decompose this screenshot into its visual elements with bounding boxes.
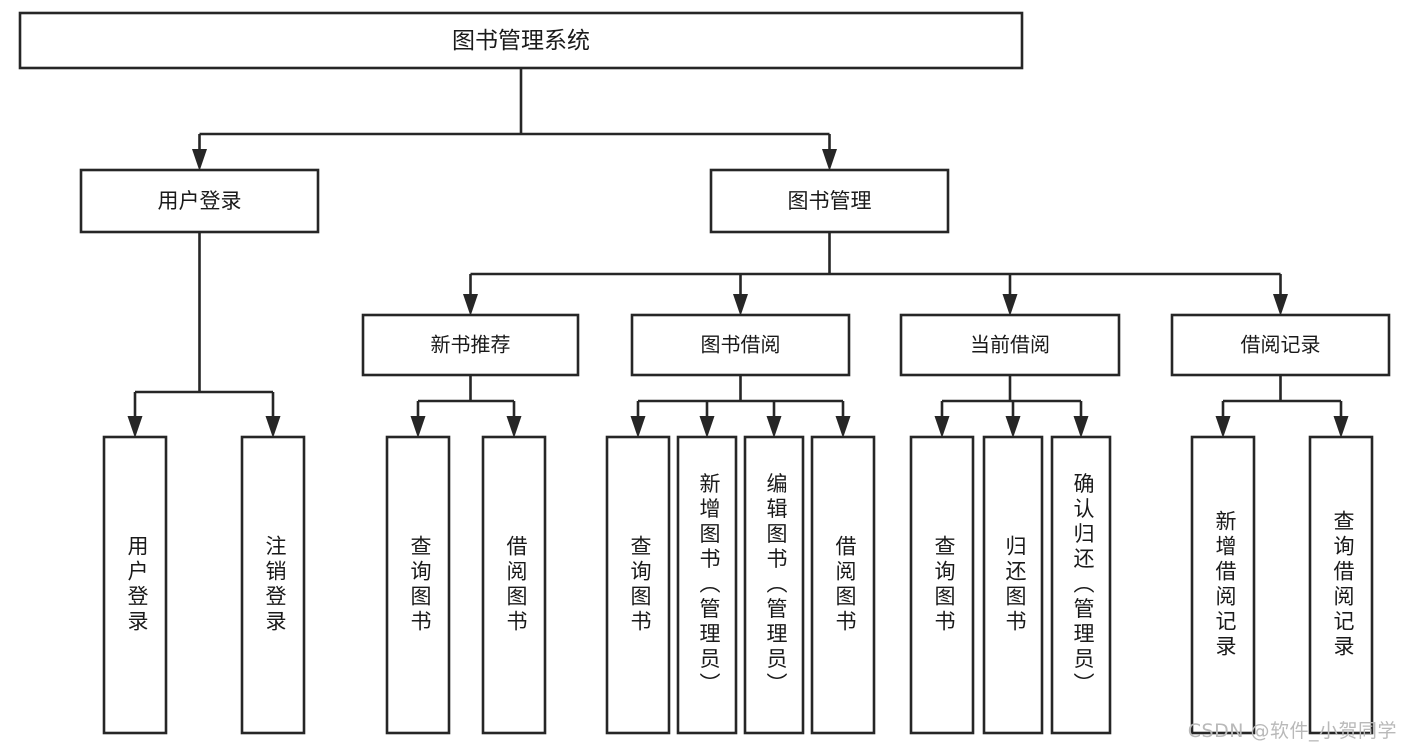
arrow-head-icon (1215, 416, 1231, 438)
connectors-layer (127, 68, 1349, 438)
node-current-borrow[interactable]: 当前借阅 (899, 313, 1121, 377)
node-box (102, 435, 168, 735)
arrow-head-icon (699, 416, 715, 438)
node-label: 查询图书 (932, 535, 956, 635)
node-box (240, 435, 306, 735)
edge-group-current-borrow (934, 375, 1089, 438)
node-label: 图书管理 (788, 189, 872, 213)
node-box (676, 435, 738, 735)
node-label: 借阅记录 (1241, 333, 1321, 357)
arrow-head-icon (506, 416, 522, 438)
arrow-head-icon (1073, 416, 1089, 438)
arrow-head-icon (127, 416, 143, 438)
edge-group-root (192, 68, 837, 171)
node-leaf-query-record[interactable]: 查询借阅记录 (1308, 435, 1374, 735)
arrow-head-icon (1333, 416, 1349, 438)
edge-group-borrow-record (1215, 375, 1349, 438)
node-label: 归还图书 (1003, 535, 1027, 635)
node-label: 查询借阅记录 (1331, 510, 1355, 660)
node-leaf-confirm-return[interactable]: 确认归还（管理员） (1050, 435, 1112, 735)
node-box (1308, 435, 1374, 735)
arrow-head-icon (1002, 294, 1018, 316)
arrow-head-icon (822, 149, 837, 171)
edge-group-user-login (127, 232, 281, 438)
node-leaf-edit-book[interactable]: 编辑图书（管理员） (743, 435, 805, 735)
arrow-head-icon (192, 149, 207, 171)
arrow-head-icon (463, 294, 478, 316)
node-box (630, 313, 851, 377)
node-box (810, 435, 876, 735)
nodes-layer: 图书管理系统用户登录图书管理新书推荐图书借阅当前借阅借阅记录用户登录注销登录查询… (18, 11, 1391, 735)
arrow-head-icon (934, 416, 950, 438)
node-leaf-query-book-2[interactable]: 查询图书 (605, 435, 671, 735)
node-label: 图书借阅 (701, 333, 781, 357)
node-leaf-borrow-book-1[interactable]: 借阅图书 (481, 435, 547, 735)
node-label: 查询图书 (628, 535, 652, 635)
arrow-head-icon (1273, 294, 1288, 316)
node-label: 借阅图书 (833, 535, 857, 635)
node-box (481, 435, 547, 735)
arrow-head-icon (766, 416, 782, 438)
node-book-manage[interactable]: 图书管理 (709, 168, 950, 234)
node-box (1190, 435, 1256, 735)
node-box (899, 313, 1121, 377)
edge-group-book-borrow (630, 375, 851, 438)
node-leaf-return-book[interactable]: 归还图书 (982, 435, 1044, 735)
edge-group-book-manage (463, 232, 1288, 316)
node-user-login[interactable]: 用户登录 (79, 168, 320, 234)
node-label: 新书推荐 (431, 333, 511, 357)
node-label: 当前借阅 (970, 333, 1050, 357)
node-box (909, 435, 975, 735)
node-label: 借阅图书 (504, 535, 528, 635)
node-label: 新增图书（管理员） (697, 473, 721, 698)
node-label: 图书管理系统 (452, 28, 590, 54)
node-leaf-query-book-3[interactable]: 查询图书 (909, 435, 975, 735)
node-label: 用户登录 (158, 189, 242, 213)
node-leaf-user-login[interactable]: 用户登录 (102, 435, 168, 735)
node-box (1050, 435, 1112, 735)
node-box (709, 168, 950, 234)
node-label: 编辑图书（管理员） (764, 473, 788, 698)
arrow-head-icon (630, 416, 646, 438)
edge-group-new-book-rec (410, 375, 522, 438)
arrow-head-icon (265, 416, 281, 438)
arrow-head-icon (733, 294, 748, 316)
node-root[interactable]: 图书管理系统 (18, 11, 1024, 70)
node-box (605, 435, 671, 735)
arrow-head-icon (1005, 416, 1021, 438)
node-leaf-add-record[interactable]: 新增借阅记录 (1190, 435, 1256, 735)
node-box (743, 435, 805, 735)
node-box (18, 11, 1024, 70)
node-label: 新增借阅记录 (1213, 510, 1237, 660)
node-label: 注销登录 (263, 535, 287, 635)
node-borrow-record[interactable]: 借阅记录 (1170, 313, 1391, 377)
node-label: 确认归还（管理员） (1071, 473, 1095, 698)
node-label: 用户登录 (125, 535, 149, 635)
arrow-head-icon (835, 416, 851, 438)
node-box (982, 435, 1044, 735)
node-new-book-rec[interactable]: 新书推荐 (361, 313, 580, 377)
node-box (361, 313, 580, 377)
node-leaf-user-logout[interactable]: 注销登录 (240, 435, 306, 735)
arrow-head-icon (410, 416, 426, 438)
node-leaf-add-book[interactable]: 新增图书（管理员） (676, 435, 738, 735)
node-box (385, 435, 451, 735)
node-box (1170, 313, 1391, 377)
node-leaf-borrow-book-2[interactable]: 借阅图书 (810, 435, 876, 735)
node-leaf-query-book-1[interactable]: 查询图书 (385, 435, 451, 735)
node-label: 查询图书 (408, 535, 432, 635)
node-book-borrow[interactable]: 图书借阅 (630, 313, 851, 377)
node-box (79, 168, 320, 234)
